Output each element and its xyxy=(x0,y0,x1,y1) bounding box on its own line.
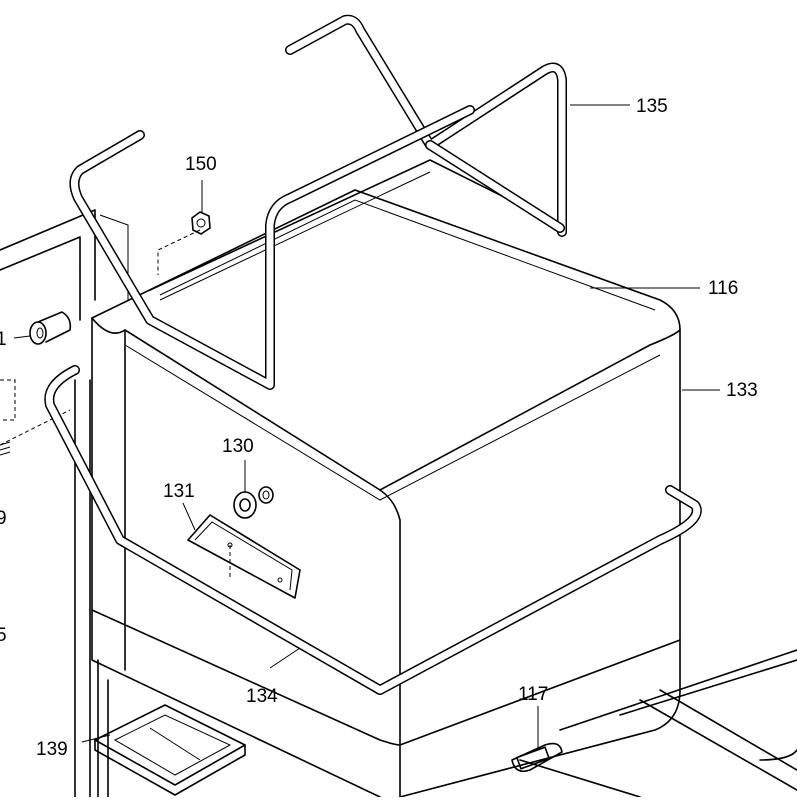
latch-117 xyxy=(511,742,563,773)
label-139: 139 xyxy=(36,739,68,760)
nut-150 xyxy=(191,211,211,235)
label-130: 130 xyxy=(222,436,254,457)
label-cut-9: 9 xyxy=(0,508,7,529)
handle-134 xyxy=(44,365,702,695)
leader-lines xyxy=(81,104,720,748)
label-134: 134 xyxy=(246,686,278,707)
washer-130 xyxy=(233,486,274,519)
label-cut-5: 5 xyxy=(0,625,7,646)
label-cut-1: 1 xyxy=(0,329,7,350)
right-rails xyxy=(519,649,797,798)
bolt-left xyxy=(0,441,11,456)
handle-135 xyxy=(69,14,567,390)
lid xyxy=(159,199,656,311)
label-133: 133 xyxy=(726,380,758,401)
bracket-131 xyxy=(187,514,301,599)
tank-body xyxy=(91,189,681,798)
label-131: 131 xyxy=(163,481,195,502)
label-116: 116 xyxy=(708,278,738,299)
part-labels: 135 150 116 133 130 131 134 117 139 1 9 … xyxy=(0,96,758,760)
cylinder-part xyxy=(13,311,72,345)
label-135: 135 xyxy=(636,96,668,117)
label-150: 150 xyxy=(185,154,217,175)
basket-139 xyxy=(94,704,246,796)
label-117: 117 xyxy=(518,684,548,705)
